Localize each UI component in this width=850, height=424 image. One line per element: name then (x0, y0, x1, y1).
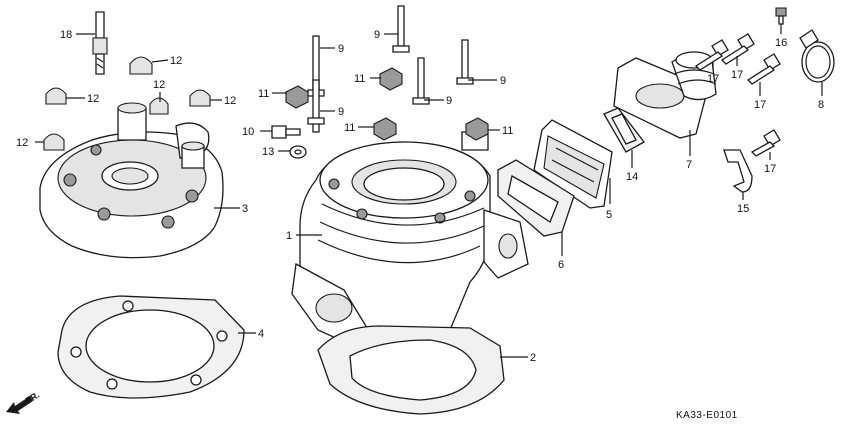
callout-12: 12 (153, 79, 165, 91)
front-direction-arrow-icon: FR. (6, 390, 41, 414)
cylinder-head (39, 102, 224, 259)
callout-13: 13 (262, 146, 274, 158)
hose-clamp (799, 29, 835, 83)
callout-11: 11 (502, 125, 513, 137)
callout-6: 6 (558, 259, 564, 271)
bolt (271, 125, 301, 139)
callout-16: 16 (775, 37, 787, 49)
reed-gasket (497, 159, 575, 237)
cylinder (291, 131, 529, 349)
base-gasket (317, 325, 505, 415)
callout-18: 18 (60, 29, 72, 41)
callout-8: 8 (818, 99, 824, 111)
callout-4: 4 (258, 328, 264, 340)
callout-9: 9 (446, 95, 452, 107)
callout-11: 11 (354, 73, 365, 85)
intake-manifold (613, 51, 717, 139)
callout-9: 9 (338, 43, 344, 55)
callout-1: 1 (286, 230, 292, 242)
hex-nut (285, 67, 489, 141)
reed-valve (533, 119, 613, 209)
callout-9: 9 (338, 106, 344, 118)
leader-lines (35, 24, 823, 358)
callout-11: 11 (258, 88, 269, 100)
callout-9: 9 (500, 75, 506, 87)
head-gasket (57, 295, 245, 399)
callout-12: 12 (16, 137, 28, 149)
callout-15: 15 (737, 203, 749, 215)
callout-2: 2 (530, 352, 536, 364)
callout-9: 9 (374, 29, 380, 41)
callout-11: 11 (344, 122, 355, 134)
callout-5: 5 (606, 209, 612, 221)
callout-17: 17 (731, 69, 743, 81)
diagram-code: KA33-E0101 (676, 410, 738, 421)
callout-17: 17 (764, 163, 776, 175)
callout-12: 12 (170, 55, 182, 67)
washer (289, 145, 307, 159)
callout-17: 17 (707, 73, 719, 85)
cap-nut (43, 56, 211, 151)
callout-12: 12 (224, 95, 236, 107)
callout-3: 3 (242, 203, 248, 215)
flange-bolt (694, 33, 781, 157)
spark-plug (92, 11, 108, 75)
screw (775, 7, 787, 25)
callout-12: 12 (87, 93, 99, 105)
callout-10: 10 (242, 126, 254, 138)
direction-label: FR. (24, 390, 42, 406)
callout-17: 17 (754, 99, 766, 111)
callout-7: 7 (686, 159, 692, 171)
clip (723, 149, 753, 193)
callout-14: 14 (626, 171, 638, 183)
intake-gasket (603, 107, 645, 153)
callout-labels: 1 2 3 4 5 6 7 8 9 9 9 9 9 10 11 11 11 11… (16, 29, 824, 364)
